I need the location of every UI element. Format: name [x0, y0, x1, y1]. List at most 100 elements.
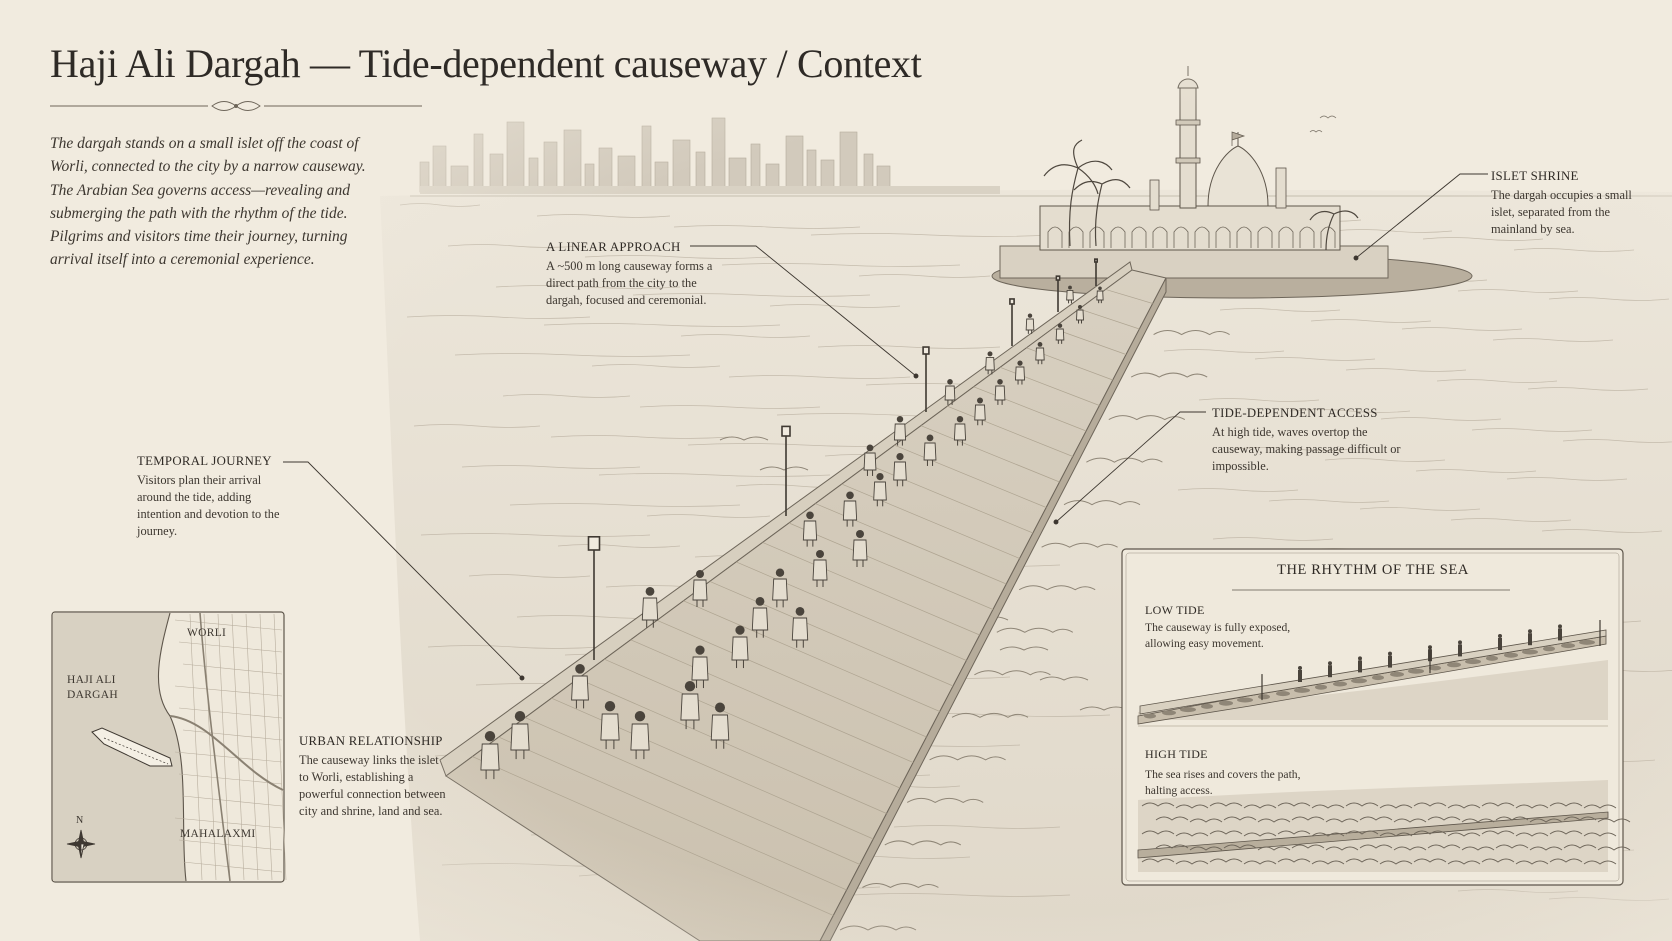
high-tide-wave — [1209, 858, 1243, 863]
high-tide-wave — [1447, 832, 1481, 837]
high-tide-wave — [1311, 860, 1345, 865]
tide-panel — [1121, 548, 1631, 886]
callout-heading: ISLET SHRINE — [1491, 169, 1579, 183]
low-tide-pilgrim-body — [1458, 644, 1462, 657]
high-tide-wave — [1515, 832, 1549, 837]
map-street — [182, 861, 283, 873]
high-tide-wave — [1495, 816, 1529, 821]
high-tide-wave — [1209, 830, 1243, 835]
low-tide-rock — [1276, 691, 1290, 697]
high-tide-wave — [1413, 858, 1447, 863]
map-label-north: N — [76, 815, 84, 826]
high-tide-wave — [1345, 830, 1379, 835]
low-tide-rock — [1465, 659, 1481, 665]
low-tide-rock — [1408, 668, 1424, 674]
high-tide-wave — [1359, 844, 1393, 849]
leader-islet-shrine — [1355, 173, 1488, 259]
high-tide-wave — [1257, 818, 1291, 823]
map-street — [174, 817, 283, 829]
high-tide-wave — [1189, 818, 1223, 823]
low-tide-rock — [1447, 662, 1461, 668]
high-tide-wave — [1413, 830, 1447, 835]
high-tide-wave — [1141, 858, 1175, 863]
low-tide-pilgrim-body — [1298, 670, 1302, 682]
low-tide-rock — [1543, 646, 1555, 652]
low-tide-rock — [1315, 684, 1327, 690]
map-street — [203, 613, 217, 881]
high-tide-wave — [1345, 802, 1379, 807]
low-tide-rock — [1180, 707, 1196, 713]
map-street — [178, 839, 283, 851]
high-tide-wave — [1243, 804, 1277, 809]
leader-dot — [519, 675, 525, 681]
high-tide-wave — [1529, 818, 1563, 823]
low-tide-rock — [1162, 710, 1176, 716]
high-tide-wave — [1481, 802, 1515, 807]
high-tide-wave — [1325, 818, 1359, 823]
high-tide-wave — [1583, 804, 1617, 809]
leader-dot — [1353, 255, 1359, 261]
low-tide-pilgrim-head — [1328, 661, 1332, 666]
low-tide-text: The causeway is fully exposed, allowing … — [1145, 621, 1291, 650]
high-tide-wave — [1549, 858, 1583, 863]
title-ornament — [50, 101, 422, 111]
high-tide-wave — [1447, 804, 1481, 809]
high-tide-wave — [1563, 816, 1597, 821]
high-tide-wave — [1447, 860, 1481, 865]
low-tide-rock — [1294, 687, 1310, 693]
high-tide-wave — [1393, 818, 1427, 823]
low-tide-rock — [1372, 675, 1384, 681]
high-tide-wave — [1481, 858, 1515, 863]
map-label-worli: WORLI — [187, 627, 227, 639]
leader-dot — [913, 373, 919, 379]
low-tide-rock — [1219, 700, 1233, 706]
low-tide-rock — [1429, 665, 1441, 671]
high-tide-wave — [1481, 830, 1515, 835]
low-tide-pilgrim-body — [1328, 665, 1332, 678]
high-tide-wave — [1209, 802, 1243, 807]
map-causeway — [91, 727, 173, 767]
high-tide-wave — [1597, 818, 1631, 823]
callout-heading: TEMPORAL JOURNEY — [137, 454, 272, 468]
low-tide-rock — [1333, 681, 1347, 687]
high-tide-wave — [1291, 816, 1325, 821]
leader-tide-access — [1055, 411, 1206, 523]
callout-temporal-journey: TEMPORAL JOURNEY Visitors plan their arr… — [137, 453, 285, 540]
leader-linear-approach — [690, 245, 917, 377]
low-tide-pilgrim-head — [1358, 656, 1362, 661]
high-tide-wave — [1175, 804, 1209, 809]
map-label-haji-ali: HAJI ALI DARGAH — [67, 674, 118, 701]
high-tide-wave — [1189, 846, 1223, 851]
callout-linear-approach: A LINEAR APPROACH A ~500 m long causeway… — [546, 239, 732, 309]
low-tide-heading: LOW TIDE — [1145, 603, 1205, 617]
low-tide-pilgrim-body — [1558, 628, 1562, 641]
high-tide-wave — [1461, 846, 1495, 851]
low-tide-pilgrim-body — [1498, 638, 1502, 650]
high-tide-wave — [1175, 860, 1209, 865]
low-tide-pilgrim-head — [1298, 666, 1302, 670]
low-tide-pilgrim-head — [1558, 624, 1562, 629]
compass-rose — [66, 829, 96, 859]
high-tide-wave — [1597, 846, 1631, 851]
map-street — [174, 751, 283, 763]
callout-heading: URBAN RELATIONSHIP — [299, 734, 443, 748]
high-tide-wave — [1359, 816, 1393, 821]
map-street — [182, 795, 283, 807]
high-tide-wave — [1495, 844, 1529, 849]
low-tide-pilgrim-body — [1528, 633, 1532, 646]
high-tide-scene — [1137, 780, 1631, 872]
low-tide-rock — [1486, 655, 1498, 661]
low-tide-rock — [1144, 713, 1156, 719]
callout-tide-dependent-access: TIDE-DEPENDENT ACCESS At high tide, wave… — [1212, 405, 1412, 475]
low-tide-pilgrim-body — [1358, 660, 1362, 673]
high-tide-wave — [1311, 804, 1345, 809]
high-tide-text: The sea rises and covers the path, halti… — [1145, 768, 1301, 797]
callout-text: At high tide, waves overtop the causeway… — [1212, 425, 1401, 473]
callout-text: Visitors plan their arrival around the t… — [137, 473, 280, 538]
high-tide-wave — [1393, 846, 1427, 851]
high-tide-wave — [1311, 832, 1345, 837]
high-tide-wave — [1277, 830, 1311, 835]
high-tide-wave — [1515, 860, 1549, 865]
